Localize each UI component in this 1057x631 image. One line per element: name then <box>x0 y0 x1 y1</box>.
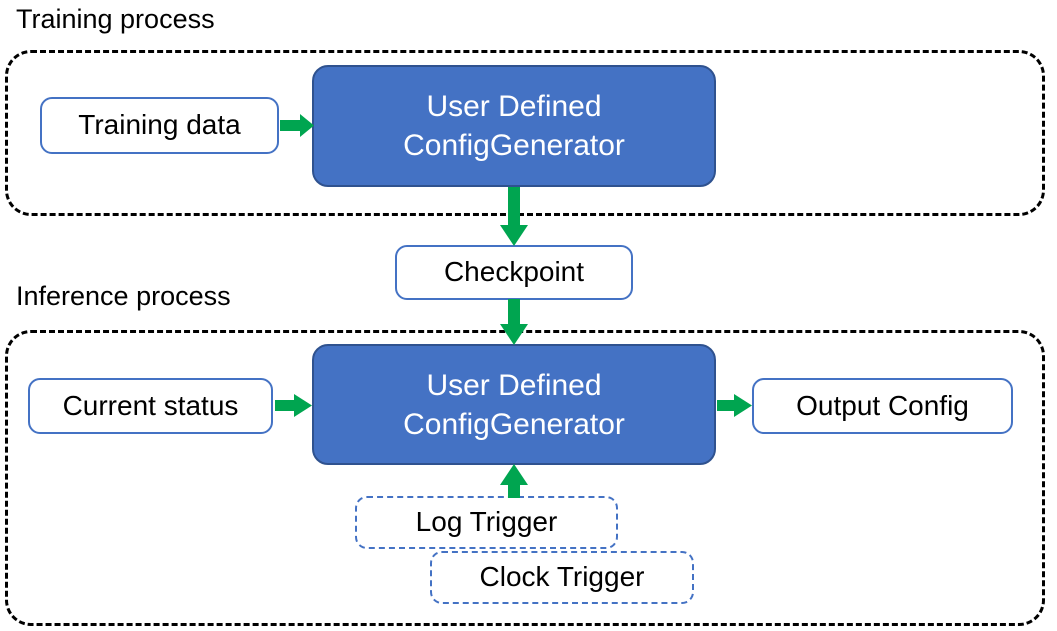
node-log-trigger-label: Log Trigger <box>415 506 558 538</box>
node-current-status[interactable]: Current status <box>28 378 273 434</box>
node-generator-training-line2: ConfigGenerator <box>403 129 625 162</box>
node-checkpoint-label: Checkpoint <box>443 256 585 288</box>
node-current-status-label: Current status <box>62 389 239 421</box>
node-generator-inference-line1: User Defined <box>426 368 602 402</box>
node-clock-trigger-label: Clock Trigger <box>479 561 645 593</box>
node-training-data[interactable]: Training data <box>40 97 279 154</box>
training-process-container <box>5 50 1045 216</box>
node-output-config[interactable]: Output Config <box>752 378 1013 434</box>
node-user-defined-configgenerator-inference[interactable]: User Defined ConfigGenerator <box>312 344 716 465</box>
node-user-defined-configgenerator-training[interactable]: User Defined ConfigGenerator <box>312 65 716 187</box>
node-generator-inference-line2: ConfigGenerator <box>403 407 625 441</box>
inference-process-label: Inference process <box>16 281 231 311</box>
node-checkpoint[interactable]: Checkpoint <box>395 245 633 300</box>
node-training-data-label: Training data <box>78 109 241 141</box>
node-output-config-label: Output Config <box>796 389 969 421</box>
node-generator-training-line1: User Defined <box>426 90 602 123</box>
node-clock-trigger[interactable]: Clock Trigger <box>430 551 694 604</box>
training-process-label: Training process <box>16 4 215 34</box>
node-log-trigger[interactable]: Log Trigger <box>355 496 618 549</box>
